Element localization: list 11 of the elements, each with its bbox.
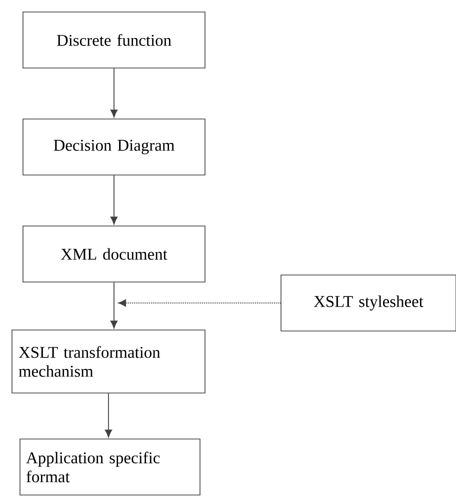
process-box: XSLT stylesheet bbox=[280, 274, 456, 332]
arrow bbox=[118, 299, 282, 307]
process-box: XML document bbox=[22, 226, 206, 282]
process-box: XSLT transformation mechanism bbox=[12, 330, 206, 394]
process-box: Decision Diagram bbox=[22, 118, 206, 176]
arrow bbox=[104, 392, 112, 438]
arrow bbox=[110, 68, 118, 118]
arrow bbox=[110, 282, 118, 328]
arrow bbox=[110, 174, 118, 224]
process-box: Discrete function bbox=[22, 12, 206, 68]
process-box: Application specific format bbox=[20, 438, 200, 496]
